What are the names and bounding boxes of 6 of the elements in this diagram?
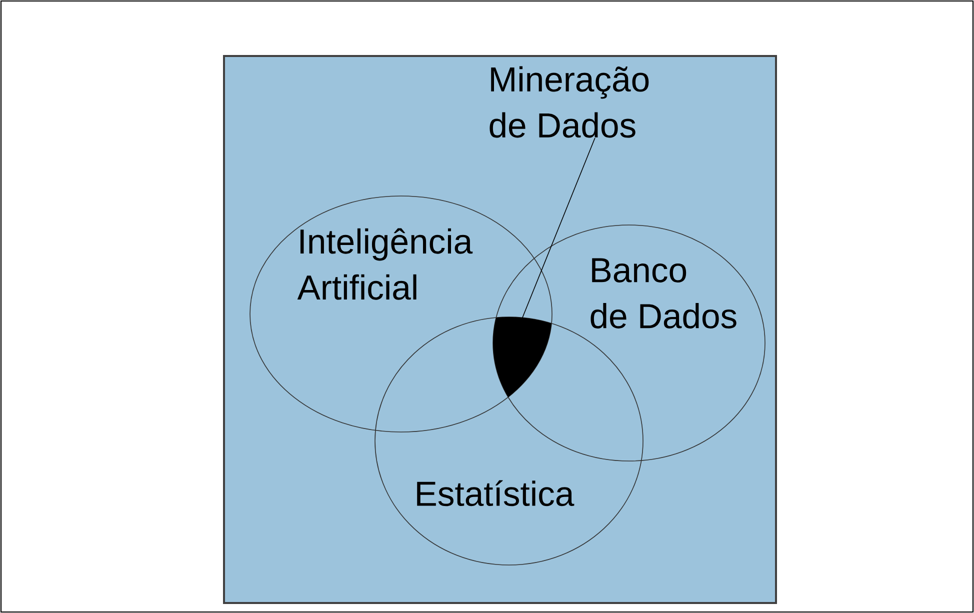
callout-label: Mineração de Dados (490, 66, 649, 138)
set-label: Banco de Dados (590, 258, 736, 328)
set-label: Inteligência Artificial (297, 228, 473, 300)
set-label: Estatística (417, 480, 574, 506)
leader-line (522, 138, 596, 320)
intersection-region (493, 317, 552, 398)
